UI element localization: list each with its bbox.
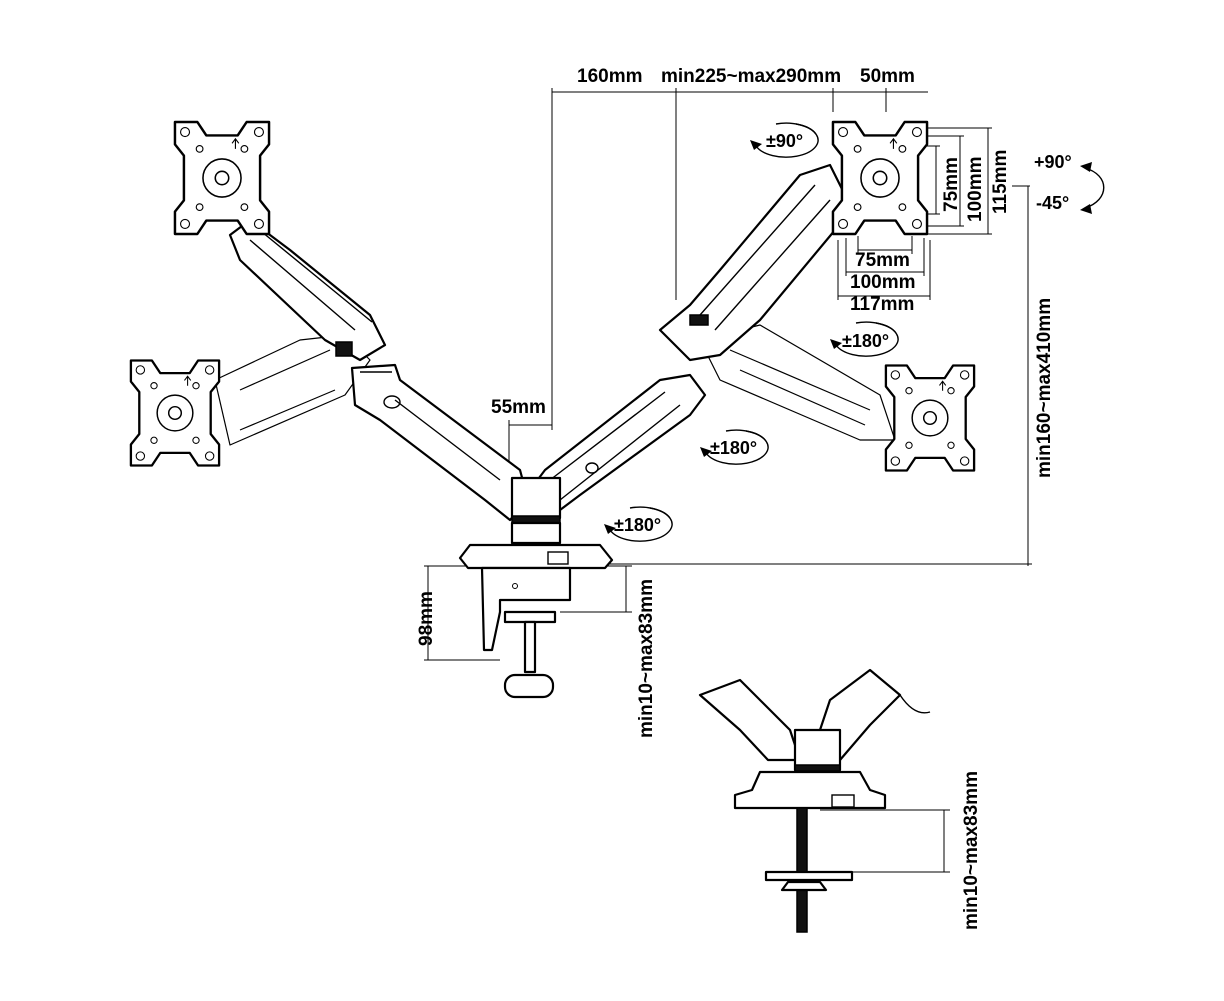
- dim-arm-length: min225~max290mm: [661, 66, 841, 87]
- dim-vesa-75-h: 75mm: [941, 157, 962, 212]
- label-base-swivel: ±180°: [614, 515, 661, 535]
- dim-arm-offset: 160mm: [577, 66, 643, 87]
- left-lower-arm: [350, 363, 530, 522]
- vesa-plate-left-ghost: [129, 359, 221, 467]
- label-tilt-up: +90°: [1034, 152, 1072, 172]
- dim-plate-h: 115mm: [990, 150, 1011, 214]
- vesa-plate-right-ghost: [884, 364, 976, 472]
- label-tilt-down: -45°: [1036, 193, 1069, 213]
- vesa-plate-right: [831, 120, 929, 236]
- label-head-swivel: ±180°: [842, 331, 889, 351]
- dim-clamp-range: min10~max83mm: [636, 579, 657, 738]
- dim-pole-offset: 55mm: [491, 397, 546, 418]
- vesa-plate-left: [173, 120, 271, 236]
- label-elbow-swivel: ±180°: [710, 438, 757, 458]
- dim-head-offset: 50mm: [860, 66, 915, 87]
- label-screen-rotate: ±90°: [766, 131, 803, 151]
- center-pole: [510, 476, 562, 545]
- ghost-left-arm: [214, 334, 371, 446]
- dim-clamp-height: 98mm: [416, 591, 437, 646]
- desk-clamp: [480, 566, 572, 699]
- dim-vesa-100-h: 100mm: [965, 157, 986, 223]
- right-lower-arm: [528, 373, 707, 512]
- tilt-arrow-icon: [1080, 162, 1105, 214]
- dim-plate-w: 117mm: [850, 294, 914, 315]
- dimension-lines: [424, 88, 1032, 873]
- desk-base: [458, 543, 614, 570]
- dim-height-range: min160~max410mm: [1034, 298, 1055, 478]
- dim-vesa-100-w: 100mm: [850, 272, 916, 293]
- grommet-mount-view: [698, 668, 931, 933]
- dim-grommet-range: min10~max83mm: [961, 771, 982, 930]
- right-upper-arm: [658, 163, 847, 362]
- dim-vesa-75-w: 75mm: [855, 250, 910, 271]
